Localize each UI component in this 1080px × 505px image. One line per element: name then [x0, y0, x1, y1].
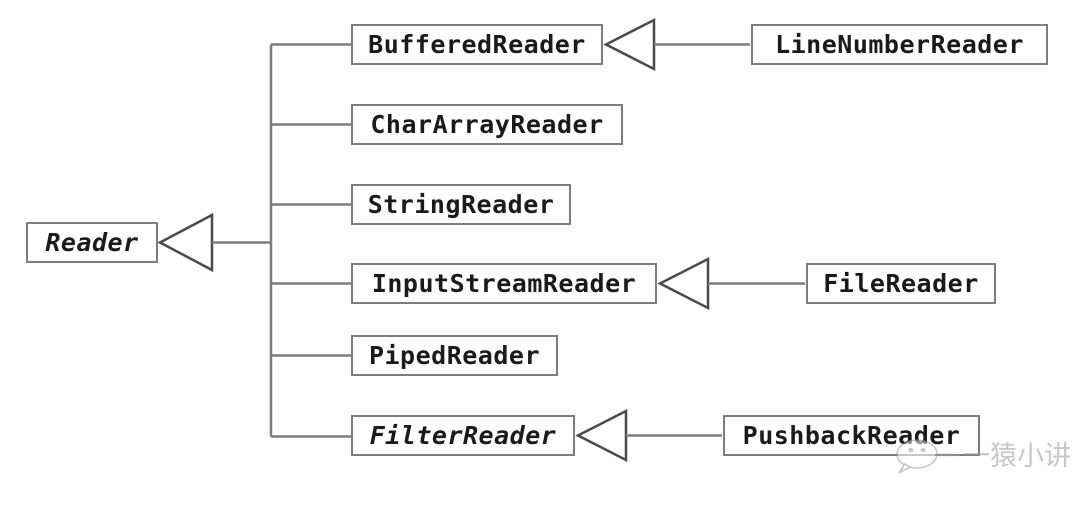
class-label-file-reader: FileReader — [823, 269, 979, 298]
class-box-char-array-reader[interactable]: CharArrayReader — [351, 104, 623, 145]
class-box-buffered-reader[interactable]: BufferedReader — [351, 24, 603, 65]
inheritance-arrow-filter-reader — [575, 408, 722, 463]
triangle-head-filter-reader — [575, 408, 628, 463]
class-label-piped-reader: PipedReader — [368, 341, 541, 370]
class-box-line-number-reader[interactable]: LineNumberReader — [751, 24, 1048, 65]
class-box-string-reader[interactable]: StringReader — [351, 184, 571, 225]
class-box-piped-reader[interactable]: PipedReader — [351, 335, 558, 376]
class-label-line-number-reader: LineNumberReader — [775, 30, 1024, 59]
class-box-input-stream-reader[interactable]: InputStreamReader — [351, 263, 657, 304]
class-label-input-stream-reader: InputStreamReader — [371, 269, 637, 298]
class-label-reader: Reader — [45, 228, 139, 257]
class-label-pushback-reader: PushbackReader — [742, 421, 961, 450]
triangle-head-buffered-reader — [603, 17, 656, 72]
inheritance-arrow-buffered-reader — [603, 17, 750, 72]
class-label-string-reader: StringReader — [367, 190, 555, 219]
inheritance-arrow-input-stream-reader — [657, 256, 805, 311]
class-label-char-array-reader: CharArrayReader — [370, 110, 604, 139]
inheritance-arrow-reader — [157, 212, 271, 273]
triangle-head-reader — [157, 212, 214, 273]
class-box-file-reader[interactable]: FileReader — [806, 263, 996, 304]
class-box-pushback-reader[interactable]: PushbackReader — [723, 415, 980, 456]
class-box-reader[interactable]: Reader — [26, 222, 158, 263]
triangle-head-input-stream-reader — [657, 256, 710, 311]
class-label-buffered-reader: BufferedReader — [368, 30, 586, 59]
class-label-filter-reader: FilterReader — [369, 421, 557, 450]
class-box-filter-reader[interactable]: FilterReader — [351, 415, 575, 456]
